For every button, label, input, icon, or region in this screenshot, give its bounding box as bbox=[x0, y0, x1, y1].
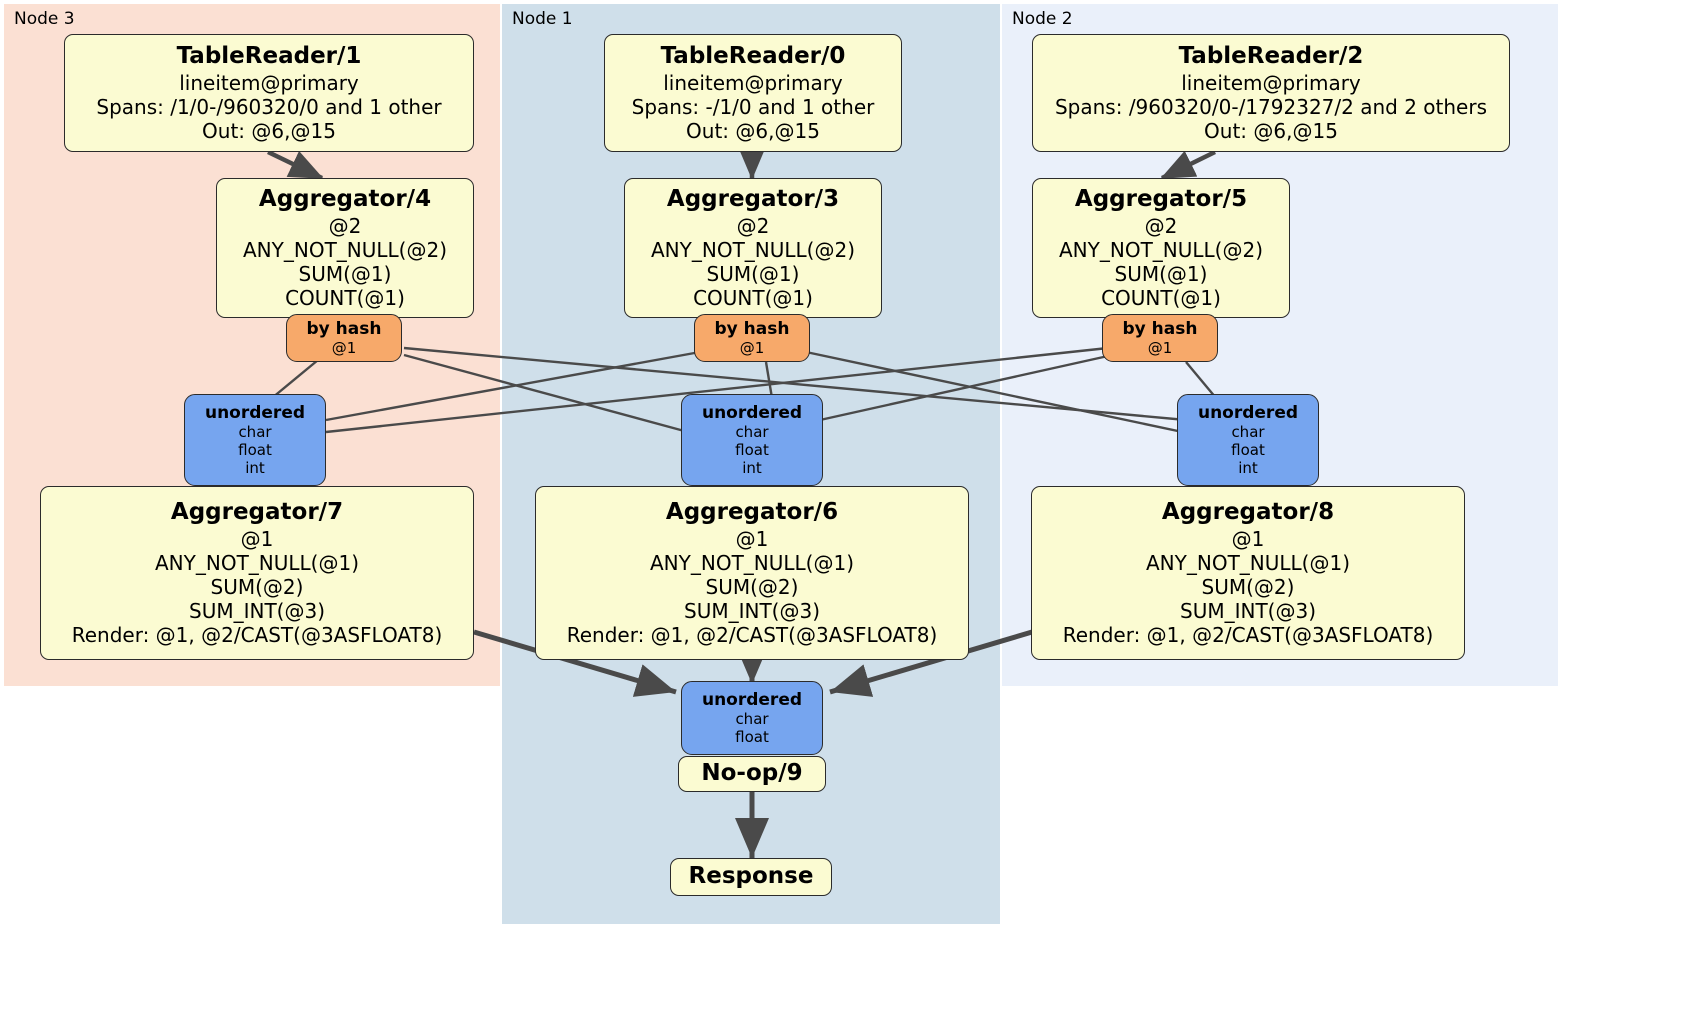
router-type-char: char bbox=[238, 423, 272, 442]
processor-detail-agg-3: SUM_INT(@3) bbox=[189, 598, 325, 623]
router-detail-col: @1 bbox=[331, 339, 357, 358]
processor-title: Aggregator/3 bbox=[666, 186, 840, 213]
processor-detail-agg-3: SUM_INT(@3) bbox=[684, 598, 820, 623]
router-type-int: int bbox=[742, 459, 762, 478]
processor-no-op-9[interactable]: No-op/9 bbox=[678, 756, 826, 792]
processor-detail-spans: Spans: /960320/0-/1792327/2 and 2 others bbox=[1054, 94, 1487, 119]
router-type-int: int bbox=[245, 459, 265, 478]
router-type-float: float bbox=[735, 728, 769, 747]
processor-title: Response bbox=[688, 863, 814, 890]
processor-aggregator-6[interactable]: Aggregator/6 @1 ANY_NOT_NULL(@1) SUM(@2)… bbox=[535, 486, 969, 660]
processor-detail-agg-3: SUM_INT(@3) bbox=[1180, 598, 1316, 623]
node-panel-label-node1: Node 1 bbox=[512, 9, 573, 29]
processor-detail-agg-2: SUM(@1) bbox=[706, 261, 800, 286]
processor-detail-agg-1: ANY_NOT_NULL(@2) bbox=[1059, 237, 1263, 262]
processor-aggregator-3[interactable]: Aggregator/3 @2 ANY_NOT_NULL(@2) SUM(@1)… bbox=[624, 178, 882, 318]
processor-table-reader-0[interactable]: TableReader/0 lineitem@primary Spans: -/… bbox=[604, 34, 902, 152]
router-unordered-node2[interactable]: unordered char float int bbox=[1177, 394, 1319, 486]
processor-detail-spans: Spans: -/1/0 and 1 other bbox=[631, 94, 875, 119]
processor-detail-agg-1: ANY_NOT_NULL(@1) bbox=[650, 550, 854, 575]
processor-detail-agg-2: SUM(@1) bbox=[1114, 261, 1208, 286]
processor-detail-render: Render: @1, @2/CAST(@3ASFLOAT8) bbox=[1062, 622, 1434, 647]
node-panel-label-node2: Node 2 bbox=[1012, 9, 1073, 29]
processor-detail-groupcol: @1 bbox=[735, 526, 769, 551]
processor-title: TableReader/2 bbox=[1178, 43, 1364, 70]
router-title: unordered bbox=[701, 402, 803, 423]
processor-detail-agg-1: ANY_NOT_NULL(@1) bbox=[1146, 550, 1350, 575]
processor-detail-out: Out: @6,@15 bbox=[686, 118, 820, 143]
router-type-char: char bbox=[735, 710, 769, 729]
processor-detail-agg-3: COUNT(@1) bbox=[1101, 285, 1221, 310]
router-title: unordered bbox=[1197, 402, 1299, 423]
processor-detail-agg-3: COUNT(@1) bbox=[693, 285, 813, 310]
processor-aggregator-4[interactable]: Aggregator/4 @2 ANY_NOT_NULL(@2) SUM(@1)… bbox=[216, 178, 474, 318]
processor-aggregator-5[interactable]: Aggregator/5 @2 ANY_NOT_NULL(@2) SUM(@1)… bbox=[1032, 178, 1290, 318]
processor-detail-agg-1: ANY_NOT_NULL(@2) bbox=[243, 237, 447, 262]
router-unordered-final[interactable]: unordered char float bbox=[681, 681, 823, 755]
router-type-float: float bbox=[238, 441, 272, 460]
processor-detail-groupcol: @1 bbox=[240, 526, 274, 551]
router-type-int: int bbox=[1238, 459, 1258, 478]
processor-detail-groupcol: @1 bbox=[1231, 526, 1265, 551]
processor-detail-table: lineitem@primary bbox=[663, 70, 843, 95]
router-by-hash-node3[interactable]: by hash @1 bbox=[286, 314, 402, 362]
processor-detail-groupcol: @2 bbox=[328, 213, 362, 238]
processor-table-reader-1[interactable]: TableReader/1 lineitem@primary Spans: /1… bbox=[64, 34, 474, 152]
processor-title: Aggregator/5 bbox=[1074, 186, 1248, 213]
router-detail-col: @1 bbox=[739, 339, 765, 358]
router-type-float: float bbox=[1231, 441, 1265, 460]
processor-detail-spans: Spans: /1/0-/960320/0 and 1 other bbox=[96, 94, 442, 119]
router-title: by hash bbox=[306, 318, 382, 339]
router-title: unordered bbox=[701, 689, 803, 710]
processor-title: Aggregator/4 bbox=[258, 186, 432, 213]
processor-title: Aggregator/6 bbox=[665, 499, 839, 526]
processor-detail-render: Render: @1, @2/CAST(@3ASFLOAT8) bbox=[71, 622, 443, 647]
processor-detail-render: Render: @1, @2/CAST(@3ASFLOAT8) bbox=[566, 622, 938, 647]
processor-detail-agg-1: ANY_NOT_NULL(@2) bbox=[651, 237, 855, 262]
processor-detail-agg-2: SUM(@2) bbox=[705, 574, 799, 599]
processor-detail-agg-2: SUM(@1) bbox=[298, 261, 392, 286]
router-title: by hash bbox=[1122, 318, 1198, 339]
processor-detail-table: lineitem@primary bbox=[1181, 70, 1361, 95]
processor-detail-agg-2: SUM(@2) bbox=[1201, 574, 1295, 599]
processor-table-reader-2[interactable]: TableReader/2 lineitem@primary Spans: /9… bbox=[1032, 34, 1510, 152]
router-title: unordered bbox=[204, 402, 306, 423]
processor-aggregator-8[interactable]: Aggregator/8 @1 ANY_NOT_NULL(@1) SUM(@2)… bbox=[1031, 486, 1465, 660]
router-unordered-node3[interactable]: unordered char float int bbox=[184, 394, 326, 486]
processor-title: Aggregator/7 bbox=[170, 499, 344, 526]
processor-detail-out: Out: @6,@15 bbox=[1204, 118, 1338, 143]
router-type-float: float bbox=[735, 441, 769, 460]
router-unordered-node1[interactable]: unordered char float int bbox=[681, 394, 823, 486]
router-type-char: char bbox=[1231, 423, 1265, 442]
router-by-hash-node2[interactable]: by hash @1 bbox=[1102, 314, 1218, 362]
processor-detail-agg-1: ANY_NOT_NULL(@1) bbox=[155, 550, 359, 575]
router-type-char: char bbox=[735, 423, 769, 442]
processor-title: No-op/9 bbox=[701, 760, 803, 787]
processor-response[interactable]: Response bbox=[670, 858, 832, 896]
processor-title: TableReader/1 bbox=[176, 43, 362, 70]
processor-detail-out: Out: @6,@15 bbox=[202, 118, 336, 143]
router-detail-col: @1 bbox=[1147, 339, 1173, 358]
processor-detail-agg-2: SUM(@2) bbox=[210, 574, 304, 599]
processor-detail-groupcol: @2 bbox=[1144, 213, 1178, 238]
processor-detail-agg-3: COUNT(@1) bbox=[285, 285, 405, 310]
processor-detail-table: lineitem@primary bbox=[179, 70, 359, 95]
processor-title: TableReader/0 bbox=[660, 43, 846, 70]
node-panel-label-node3: Node 3 bbox=[14, 9, 75, 29]
router-by-hash-node1[interactable]: by hash @1 bbox=[694, 314, 810, 362]
processor-title: Aggregator/8 bbox=[1161, 499, 1335, 526]
router-title: by hash bbox=[714, 318, 790, 339]
processor-detail-groupcol: @2 bbox=[736, 213, 770, 238]
processor-aggregator-7[interactable]: Aggregator/7 @1 ANY_NOT_NULL(@1) SUM(@2)… bbox=[40, 486, 474, 660]
